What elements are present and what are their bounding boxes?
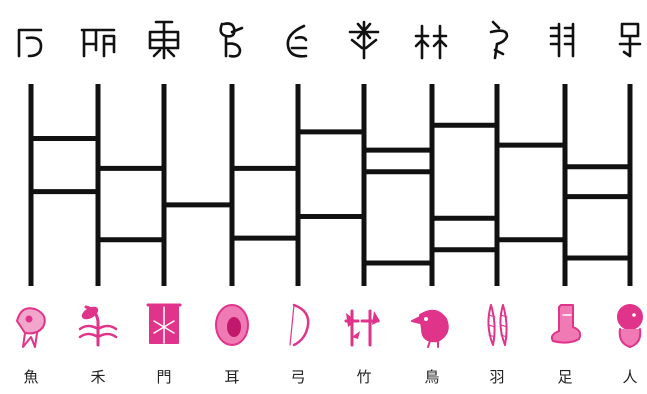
bird-picture-icon[interactable] xyxy=(412,311,448,347)
grain-picture-icon[interactable] xyxy=(80,304,116,345)
oracle-fish-glyph-icon[interactable] xyxy=(19,30,41,56)
label-fish: 魚 xyxy=(23,368,38,386)
oracle-bird-glyph-icon[interactable] xyxy=(416,26,446,58)
picture-row xyxy=(17,304,642,347)
oracle-feather-glyph-icon[interactable] xyxy=(491,22,507,58)
oracle-bamboo-glyph-icon[interactable] xyxy=(350,22,378,58)
amidakuji-ladder xyxy=(31,84,630,286)
bow-picture-icon[interactable] xyxy=(290,305,308,345)
gate-picture-icon[interactable] xyxy=(148,305,180,343)
ear-picture-icon[interactable] xyxy=(216,305,248,345)
label-bow: 弓 xyxy=(290,368,305,386)
oracle-bow-glyph-icon[interactable] xyxy=(288,26,306,56)
label-bamboo: 竹 xyxy=(356,368,371,386)
oracle-ear-glyph-icon[interactable] xyxy=(221,24,242,57)
label-gate: 門 xyxy=(156,368,171,386)
fish-picture-icon[interactable] xyxy=(17,308,45,347)
bamboo-picture-icon[interactable] xyxy=(346,311,380,345)
label-feather: 羽 xyxy=(489,368,504,386)
label-person: 人 xyxy=(622,368,637,386)
oracle-glyph-row xyxy=(19,22,640,58)
oracle-foot-glyph-icon[interactable] xyxy=(551,24,573,56)
feather-picture-icon[interactable] xyxy=(488,305,507,345)
oracle-grain-glyph-icon[interactable] xyxy=(82,30,114,56)
label-bird: 鳥 xyxy=(424,368,439,386)
foot-picture-icon[interactable] xyxy=(552,305,580,343)
label-foot: 足 xyxy=(557,368,572,386)
label-grain: 禾 xyxy=(90,368,105,386)
oracle-person-glyph-icon[interactable] xyxy=(620,24,640,56)
person-picture-icon[interactable] xyxy=(618,305,642,347)
label-ear: 耳 xyxy=(224,368,239,386)
oracle-gate-glyph-icon[interactable] xyxy=(150,22,178,58)
label-row: 魚 禾 門 耳 弓 竹 鳥 羽 足 人 xyxy=(23,368,637,386)
